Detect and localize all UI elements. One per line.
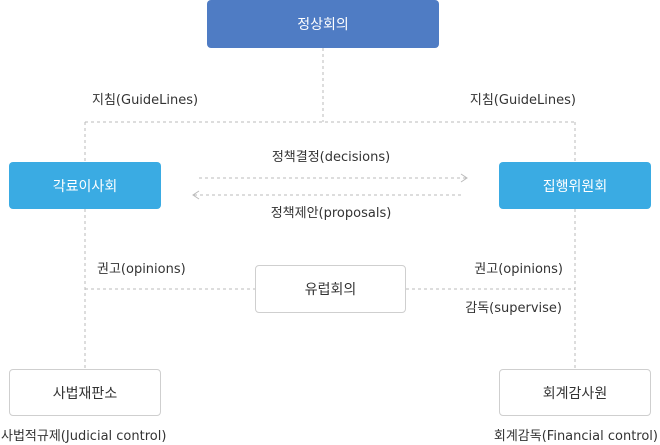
supervise-label: 감독(supervise) bbox=[465, 301, 562, 316]
guidelines-left-label: 지침(GuideLines) bbox=[92, 93, 199, 108]
court-of-justice-node: 사법재판소 bbox=[9, 369, 161, 416]
proposals-label: 정책제안(proposals) bbox=[270, 206, 392, 221]
opinions-left-label: 권고(opinions) bbox=[97, 262, 186, 277]
council-node: 각료이사회 bbox=[9, 162, 161, 209]
proposals-arrowhead bbox=[192, 190, 200, 200]
parliament-node: 유럽회의 bbox=[255, 265, 406, 313]
financial-control-label: 회계감독(Financial control) bbox=[493, 429, 658, 444]
decisions-arrowhead bbox=[460, 173, 468, 183]
commission-node: 집행위원회 bbox=[499, 162, 651, 209]
guidelines-right-label: 지침(GuideLines) bbox=[469, 93, 576, 108]
summit-node: 정상회의 bbox=[207, 0, 439, 48]
judicial-control-label: 사법적규제(Judicial control) bbox=[1, 429, 167, 444]
court-of-auditors-node: 회계감사원 bbox=[499, 369, 651, 416]
opinions-right-label: 권고(opinions) bbox=[474, 262, 563, 277]
decisions-label: 정책결정(decisions) bbox=[271, 150, 391, 165]
